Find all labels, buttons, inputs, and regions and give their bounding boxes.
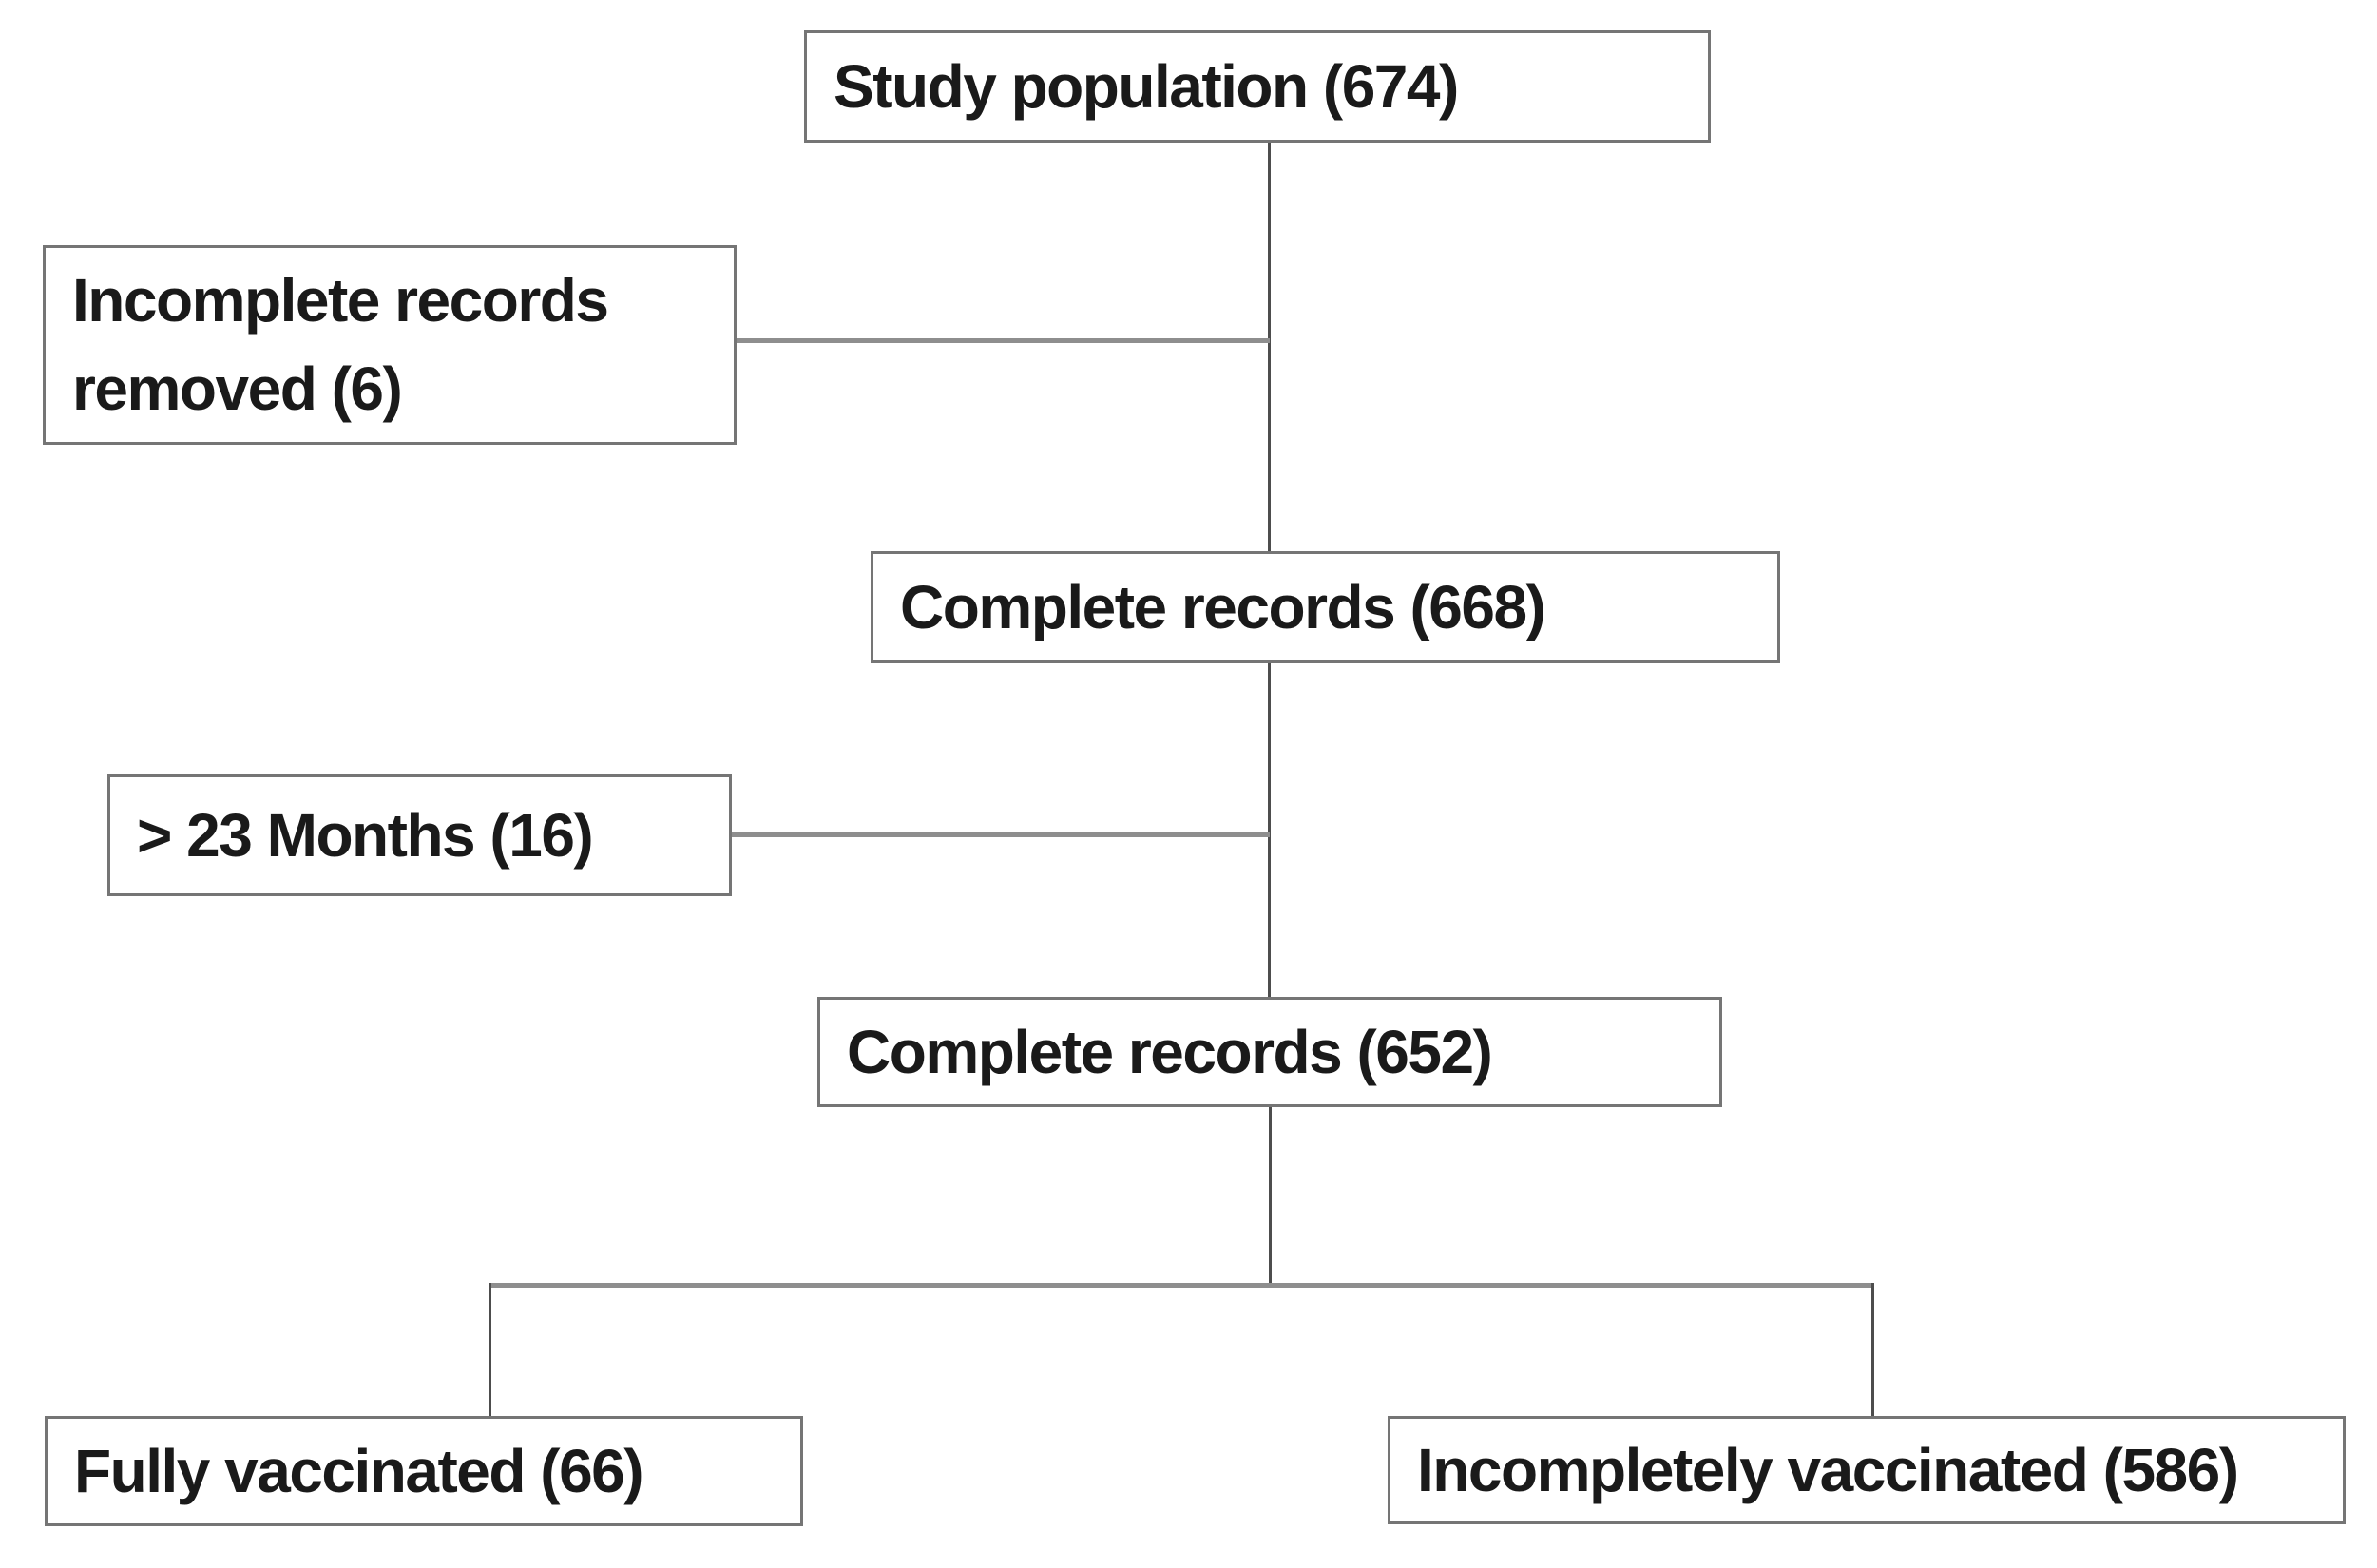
node-complete-records-652-label: Complete records (652) bbox=[847, 1017, 1493, 1086]
connector-removed-to-mainline bbox=[737, 338, 1270, 343]
node-greater-than-23-months-label: > 23 Months (16) bbox=[137, 800, 594, 870]
node-study-population-label: Study population (674) bbox=[834, 51, 1459, 121]
node-fully-vaccinated-label: Fully vaccinated (66) bbox=[74, 1436, 644, 1505]
node-study-population: Study population (674) bbox=[804, 30, 1711, 143]
connector-branch-to-incompletely-vaccinated bbox=[1871, 1283, 1874, 1416]
connector-complete668-to-complete652 bbox=[1268, 661, 1271, 999]
connector-complete652-to-branch bbox=[1269, 1105, 1272, 1285]
connector-branch-horizontal bbox=[489, 1283, 1874, 1288]
node-complete-records-668: Complete records (668) bbox=[871, 551, 1780, 663]
connector-gt23months-to-mainline bbox=[730, 832, 1270, 837]
node-greater-than-23-months: > 23 Months (16) bbox=[107, 774, 732, 896]
node-incompletely-vaccinated: Incompletely vaccinated (586) bbox=[1388, 1416, 2346, 1524]
node-fully-vaccinated: Fully vaccinated (66) bbox=[45, 1416, 803, 1526]
node-incompletely-vaccinated-label: Incompletely vaccinated (586) bbox=[1417, 1435, 2239, 1504]
connector-study-to-complete668 bbox=[1268, 143, 1271, 553]
connector-branch-to-fully-vaccinated bbox=[489, 1283, 491, 1416]
node-complete-records-668-label: Complete records (668) bbox=[900, 572, 1546, 641]
node-incomplete-records-removed-label: Incomplete records removed (6) bbox=[72, 266, 609, 423]
node-incomplete-records-removed: Incomplete records removed (6) bbox=[43, 245, 737, 445]
node-complete-records-652: Complete records (652) bbox=[817, 997, 1722, 1107]
